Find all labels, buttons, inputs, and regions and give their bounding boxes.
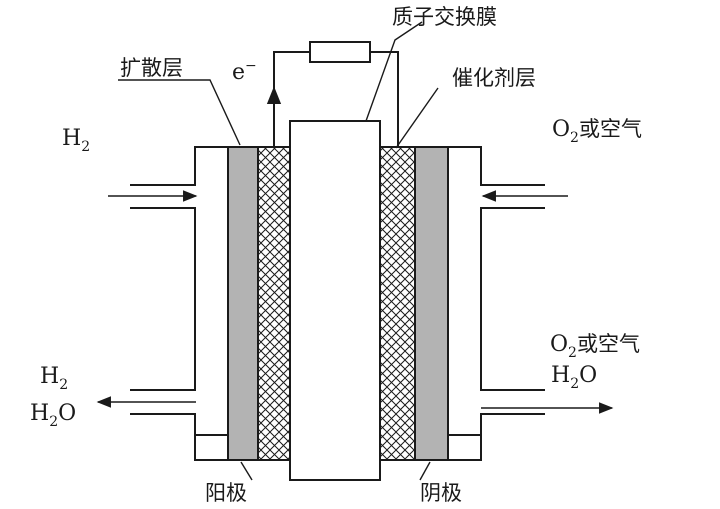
cathode-housing (447, 146, 545, 461)
cathode-catalyst-layer (379, 146, 416, 461)
cathode-outlet-label-o2: O2或空气 (550, 332, 640, 361)
anode-diffusion-layer (227, 146, 259, 461)
cathode-outlet-label-h2o: H2O (551, 363, 597, 392)
anode-catalyst-layer (257, 146, 291, 461)
catalyst-layer-leader (395, 87, 439, 149)
cathode-leader (419, 461, 431, 481)
proton-exchange-membrane (289, 120, 381, 481)
anode-bottom-block (194, 434, 229, 461)
cathode-label: 阴极 (420, 481, 462, 505)
membrane-label: 质子交换膜 (392, 5, 497, 29)
catalyst-layer-label: 催化剂层 (452, 66, 536, 90)
anode-outlet-label-h2o: H2O (30, 401, 76, 430)
cathode-diffusion-layer (414, 146, 449, 461)
membrane-leader (365, 21, 423, 122)
anode-leader (240, 461, 253, 481)
cathode-bottom-block (447, 434, 482, 461)
diffusion-layer-label: 扩散层 (120, 56, 183, 80)
o2-inlet-label: O2或空气 (552, 117, 642, 146)
resistor (309, 41, 371, 63)
h2-inlet-label: H2 (62, 126, 90, 155)
diffusion-layer-leader (118, 79, 241, 146)
electron-label: e− (232, 58, 257, 85)
anode-label: 阳极 (205, 481, 247, 505)
anode-housing (130, 146, 229, 461)
anode-outlet-label-h2: H2 (40, 364, 68, 393)
external-circuit (266, 41, 399, 147)
